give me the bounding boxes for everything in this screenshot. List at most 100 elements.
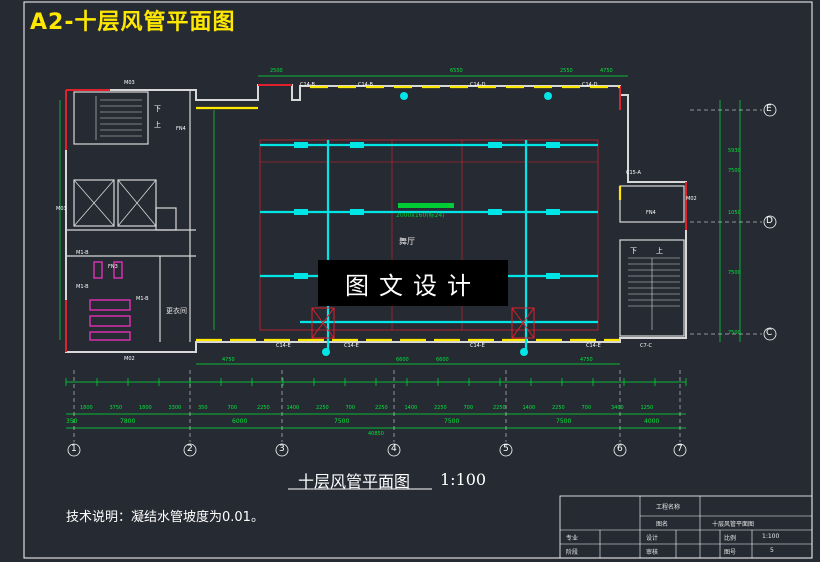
dim-bottom-r2-6: 4000	[644, 418, 660, 425]
dim-right-3: 7500	[728, 270, 741, 276]
main-duct-bar	[398, 203, 454, 208]
tag-top-3: C14-D	[582, 82, 598, 88]
tag-bottom-3: C14-E	[586, 343, 601, 349]
dim-bottom-r1-14: 2250	[493, 405, 506, 411]
hall-boundary	[259, 139, 599, 331]
grid-bubble-6	[613, 443, 627, 457]
dim-bottom-r2-3: 7500	[334, 418, 350, 425]
dim-bottom-r1-12: 2250	[434, 405, 447, 411]
dim-bottom-r2-5: 7500	[556, 418, 572, 425]
watermark-banner: 图文设计	[318, 260, 508, 306]
drawing-title: 十层风管平面图	[298, 472, 411, 491]
dim-bottom-r1-3: 3300	[168, 405, 182, 411]
washroom-fixtures	[89, 261, 131, 341]
tb-project-label: 工程名称	[656, 504, 681, 511]
dim-right-1: 7500	[728, 168, 741, 174]
dim-bottom-r1-5: 700	[227, 405, 238, 411]
stair-label-3: 上	[656, 247, 663, 255]
dim-bottom-r1-17: 700	[581, 405, 592, 411]
window-openings	[196, 85, 622, 342]
grid-axis-label-7: 7	[677, 444, 683, 454]
dimension-ticks-bottom	[65, 378, 687, 386]
dim-bottom-r1-13: 700	[463, 405, 474, 411]
dim-lower-2: 6600	[436, 357, 449, 363]
dim-right-2: 1050	[728, 210, 741, 216]
tb-drawing-name: 十层风管平面图	[712, 521, 755, 528]
grid-bubble-C	[763, 327, 777, 341]
grid-axis-label-5: 5	[503, 444, 509, 454]
duct-main-label: 2000x160(标24)	[396, 212, 445, 219]
dim-bottom-r1-2: 1800	[139, 405, 152, 411]
tb-sheet-value: 5	[770, 547, 774, 554]
tag-top-1: C14-B	[358, 82, 373, 88]
tag-side-10: M02	[686, 196, 697, 202]
dim-bottom-r1-8: 2250	[316, 405, 329, 411]
dim-bottom-r1-18: 3400	[611, 405, 624, 411]
grid-axis-label-1: 1	[71, 444, 77, 454]
dimension-lines	[59, 75, 741, 429]
duct-network	[260, 140, 598, 350]
dim-right-4: 7500	[728, 330, 741, 336]
grid-axis-label-C: C	[766, 328, 773, 338]
elevator-shafts	[73, 179, 157, 227]
dim-bottom-r1-15: 1400	[522, 405, 536, 411]
dim-bottom-r1-7: 1400	[286, 405, 300, 411]
dim-bottom-r1-11: 1400	[404, 405, 418, 411]
grid-axis-lines	[73, 109, 762, 442]
dim-bottom-r2-2: 6000	[232, 418, 248, 425]
dim-bottom-r1-19: 1250	[640, 405, 654, 411]
tag-side-9: M02	[124, 356, 135, 362]
tb-scale-label: 比例	[724, 535, 737, 542]
dim-lower-3: 4750	[580, 357, 593, 363]
dim-lower-1: 6600	[396, 357, 409, 363]
tb-stage-label: 阶段	[566, 549, 579, 556]
tag-side-2: FN4	[646, 210, 656, 216]
interior-partitions	[66, 90, 685, 342]
tag-top-0: C14-B	[300, 82, 315, 88]
tag-side-7: M03	[56, 206, 67, 212]
grid-axis-label-4: 4	[391, 444, 397, 454]
tag-side-6: M1-B	[136, 296, 149, 302]
tag-bottom-1: C14-E	[344, 343, 359, 349]
tag-side-8: M03	[124, 80, 135, 86]
tag-bottom-0: C14-E	[276, 343, 291, 349]
tag-top-2: C14-D	[470, 82, 486, 88]
grid-axis-label-D: D	[766, 216, 773, 226]
dim-bottom-r1-1: 3750	[109, 405, 123, 411]
dim-right-0: 5930	[728, 148, 741, 154]
hall-label: 舞厅	[399, 237, 415, 246]
dim-top-2: 2550	[560, 68, 573, 74]
air-handling-units	[311, 307, 535, 339]
ceiling-fans	[322, 92, 552, 356]
grid-axis-label-E: E	[766, 104, 772, 114]
dim-bottom-r2-0: 350	[66, 418, 78, 425]
stair-label-0: 下	[154, 105, 161, 113]
drawing-scale: 1:100	[440, 470, 487, 489]
stair-label-2: 下	[630, 247, 637, 255]
tag-side-1: FN4	[176, 126, 186, 132]
tb-design-label: 设计	[646, 535, 659, 542]
grid-bubble-1	[67, 443, 81, 457]
grid-axis-label-6: 6	[617, 444, 623, 454]
tag-bottom-2: C14-E	[470, 343, 485, 349]
dim-bottom-r1-9: 700	[345, 405, 356, 411]
grid-bubble-7	[673, 443, 687, 457]
dim-lower-0: 4750	[222, 357, 235, 363]
tb-drawing-label: 图名	[656, 521, 669, 528]
tag-bottom-4: C7-C	[640, 343, 652, 349]
grid-bubble-3	[275, 443, 289, 457]
sheet-title: A2-十层风管平面图	[30, 10, 236, 35]
technical-note: 技术说明：凝结水管坡度为0.01。	[66, 510, 264, 525]
grid-axis-bubbles	[67, 103, 777, 457]
dim-bottom-r2-1: 7800	[120, 418, 136, 425]
dim-bottom-r2-4: 7500	[444, 418, 460, 425]
red-wall-segments	[65, 84, 687, 352]
tag-side-5: M1-B	[76, 284, 89, 290]
grid-bubble-E	[763, 103, 777, 117]
dim-bottom-r1-16: 2250	[552, 405, 565, 411]
dim-top-0: 2500	[270, 68, 283, 74]
title-block	[559, 495, 813, 559]
tb-scale-value: 1:100	[762, 533, 780, 540]
